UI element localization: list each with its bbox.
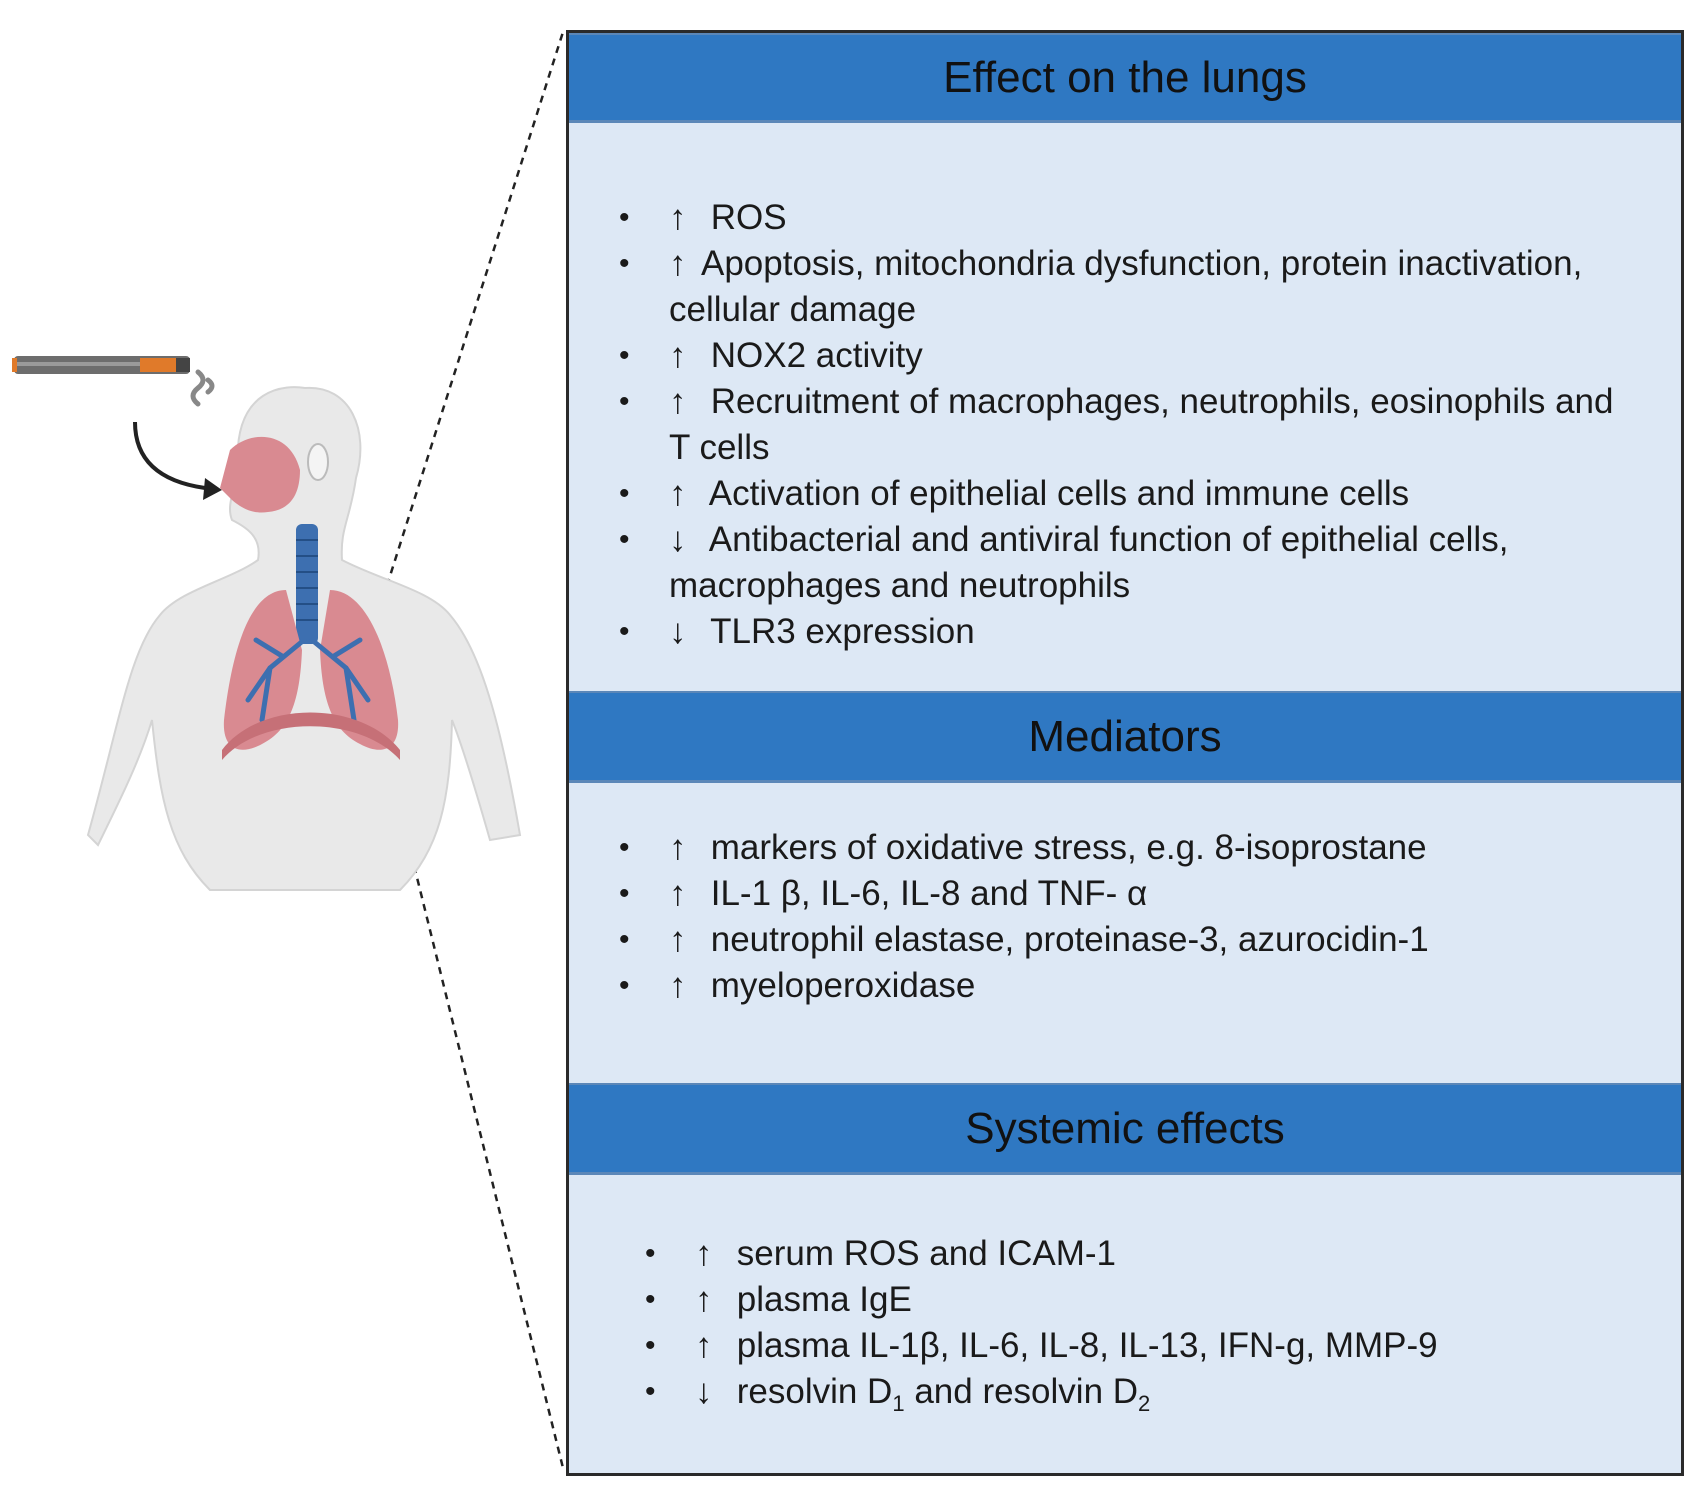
section-header-systemic: Systemic effects xyxy=(569,1083,1681,1175)
down-arrow-icon: ↓ xyxy=(695,1372,713,1411)
up-arrow-icon: ↑ xyxy=(669,474,687,513)
up-arrow-icon: ↑ xyxy=(695,1234,713,1273)
up-arrow-icon: ↑ xyxy=(695,1326,713,1365)
bullet-list: ↑ serum ROS and ICAM-1 ↑ plasma IgE ↑ pl… xyxy=(645,1231,1641,1427)
zoom-line-bottom xyxy=(381,739,565,1469)
list-item: ↑ neutrophil elastase, proteinase-3, azu… xyxy=(619,917,1641,963)
up-arrow-icon: ↑ xyxy=(669,198,687,237)
bullet-list: ↑ markers of oxidative stress, e.g. 8-is… xyxy=(619,825,1641,1009)
up-arrow-icon: ↑ xyxy=(669,966,687,1005)
section-body-lungs: ↑ ROS ↑Apoptosis, mitochondria dysfuncti… xyxy=(569,123,1681,691)
up-arrow-icon: ↑ xyxy=(669,920,687,959)
list-item: ↑ Activation of epithelial cells and imm… xyxy=(619,471,1641,517)
list-item: ↓ resolvin D1 and resolvin D2 xyxy=(645,1369,1641,1427)
list-item: ↑ IL-1 β, IL-6, IL-8 and TNF- α xyxy=(619,871,1641,917)
list-item: ↑ markers of oxidative stress, e.g. 8-is… xyxy=(619,825,1641,871)
up-arrow-icon: ↑ xyxy=(669,244,687,283)
list-item: ↑ myeloperoxidase xyxy=(619,963,1641,1009)
list-item: ↓ TLR3 expression xyxy=(619,609,1641,655)
list-item: ↑ plasma IgE xyxy=(645,1277,1641,1323)
down-arrow-icon: ↓ xyxy=(669,520,687,559)
e-cigarette-icon xyxy=(12,356,190,374)
list-item: ↓ Antibacterial and antiviral function o… xyxy=(619,517,1641,609)
list-item: ↑ ROS xyxy=(619,195,1641,241)
section-header-lungs: Effect on the lungs xyxy=(569,33,1681,123)
up-arrow-icon: ↑ xyxy=(669,874,687,913)
human-respiratory-system-icon xyxy=(86,386,522,891)
section-body-mediators: ↑ markers of oxidative stress, e.g. 8-is… xyxy=(569,783,1681,1083)
up-arrow-icon: ↑ xyxy=(669,336,687,375)
up-arrow-icon: ↑ xyxy=(669,382,687,421)
down-arrow-icon: ↓ xyxy=(669,612,687,651)
zoom-line-top xyxy=(381,31,565,599)
list-item: ↑Apoptosis, mitochondria dysfunction, pr… xyxy=(619,241,1641,333)
vapor-icon xyxy=(190,369,215,407)
info-panel: Effect on the lungs ↑ ROS ↑Apoptosis, mi… xyxy=(566,30,1684,1476)
section-title: Effect on the lungs xyxy=(943,52,1307,102)
list-item: ↑ NOX2 activity xyxy=(619,333,1641,379)
bullet-list: ↑ ROS ↑Apoptosis, mitochondria dysfuncti… xyxy=(619,195,1641,655)
section-body-systemic: ↑ serum ROS and ICAM-1 ↑ plasma IgE ↑ pl… xyxy=(569,1175,1681,1473)
curved-arrow-icon xyxy=(133,421,222,500)
up-arrow-icon: ↑ xyxy=(695,1280,713,1319)
up-arrow-icon: ↑ xyxy=(669,828,687,867)
section-header-mediators: Mediators xyxy=(569,691,1681,783)
list-item: ↑ Recruitment of macrophages, neutrophil… xyxy=(619,379,1641,471)
section-title: Systemic effects xyxy=(965,1103,1285,1153)
section-title: Mediators xyxy=(1028,711,1222,761)
list-item: ↑ plasma IL-1β, IL-6, IL-8, IL-13, IFN-g… xyxy=(645,1323,1641,1369)
list-item: ↑ serum ROS and ICAM-1 xyxy=(645,1231,1641,1277)
